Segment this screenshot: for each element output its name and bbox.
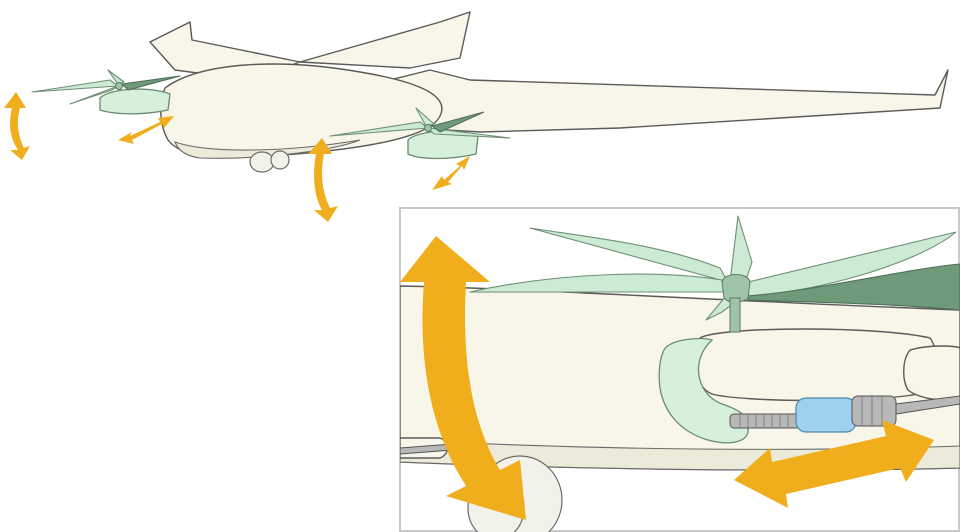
detail-inset [400,208,960,532]
actuator-rod [730,414,800,428]
actuator-translate-arrow-right [432,156,470,190]
right-rotor-hub [425,125,432,132]
left-rotor-blade-1 [32,80,118,92]
nacelle-tilt-arrow-left [4,92,30,160]
rotor-mast [730,298,740,332]
actuator-end-fitting [852,396,896,426]
left-rotor-hub [116,83,123,90]
vertical-fin [300,12,470,68]
inset-rear-pod [904,346,960,401]
left-rotor-nacelle [32,70,180,114]
nose-wheel [250,152,274,172]
actuator-cylinder [796,398,856,432]
main-wheel [271,151,289,169]
left-nacelle-body [100,89,170,114]
overview-aircraft [4,12,948,222]
inset-nacelle-housing [694,329,937,401]
landing-gear [250,151,289,172]
